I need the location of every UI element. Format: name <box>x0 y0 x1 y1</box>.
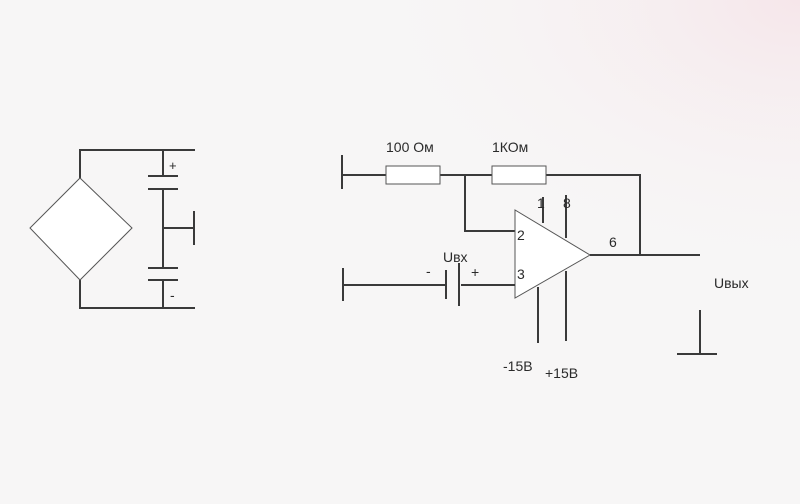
pos-supply-label: +15В <box>545 365 578 381</box>
pin1-label: 1 <box>537 195 545 211</box>
r2-label: 1КОм <box>492 139 528 155</box>
input-label: Uвх <box>443 249 468 265</box>
op-amp <box>514 209 591 299</box>
neg-supply-label: -15В <box>503 358 533 374</box>
cap-bottom-polarity: - <box>170 287 175 303</box>
pin3-label: 3 <box>517 266 525 282</box>
op-amp-pins <box>537 195 567 343</box>
left-wires <box>79 149 195 309</box>
resistor-100-ohm <box>385 165 441 185</box>
cap-top-polarity: + <box>169 158 177 173</box>
right-circuit: 100 Ом 1КОм 1 8 2 3 6 Uвх - + Uвых -15В … <box>341 139 749 381</box>
input-source <box>342 263 515 306</box>
pin2-label: 2 <box>517 227 525 243</box>
r1-label: 100 Ом <box>386 139 434 155</box>
diamond-source <box>29 177 133 281</box>
resistor-1k-ohm <box>491 165 547 185</box>
ground-symbol <box>163 211 195 245</box>
feedback-wires <box>341 155 641 255</box>
output-ground <box>677 310 717 355</box>
pin8-label: 8 <box>563 195 571 211</box>
output-label: Uвых <box>714 275 749 291</box>
pin6-label: 6 <box>609 234 617 250</box>
left-circuit: + - <box>29 149 195 309</box>
input-plus: + <box>471 264 479 280</box>
input-minus: - <box>426 263 431 279</box>
